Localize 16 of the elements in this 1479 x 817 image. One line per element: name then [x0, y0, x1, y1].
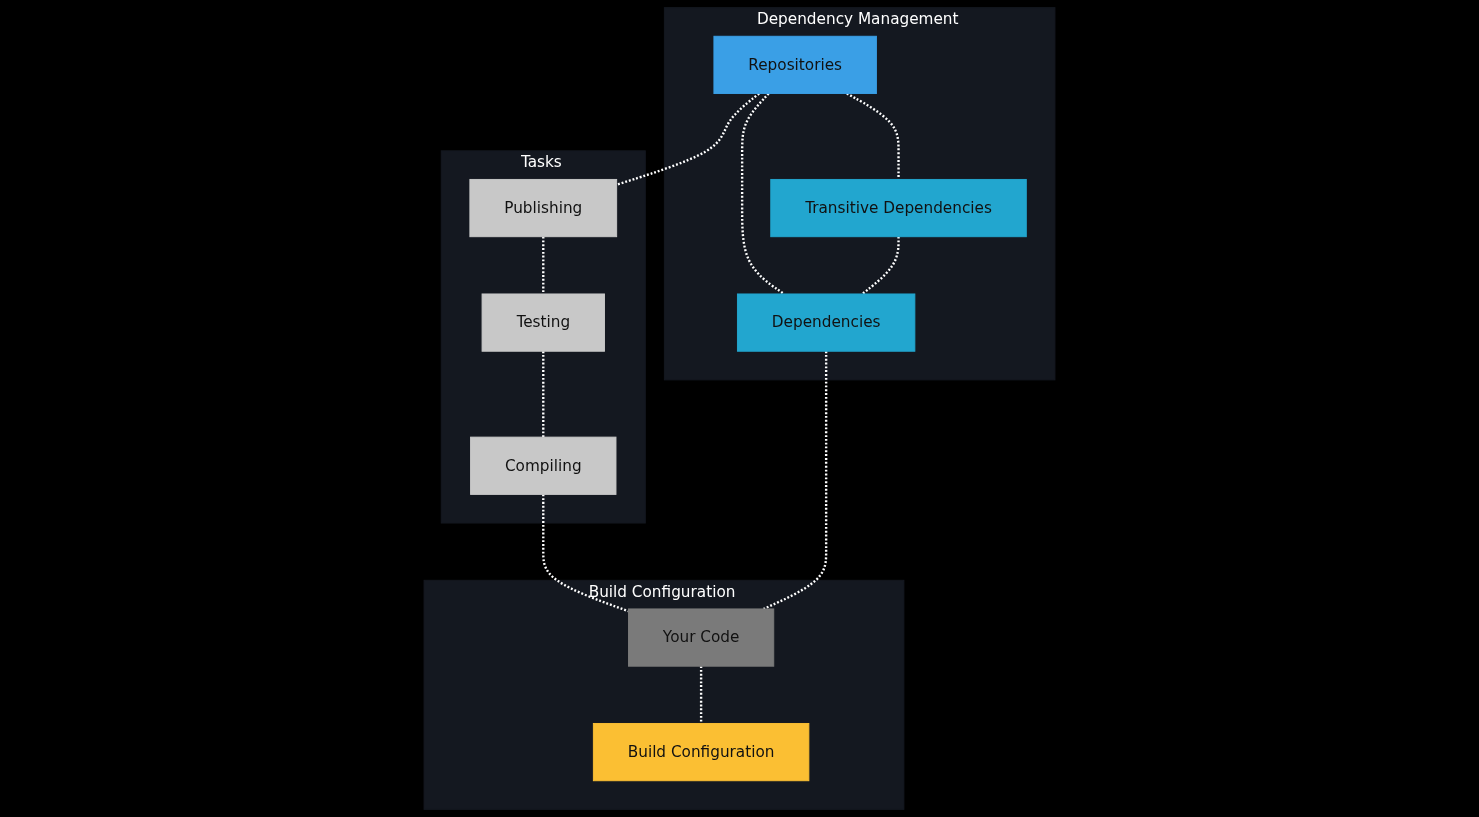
node-box: Testing [481, 293, 605, 352]
node-box: Your Code [628, 608, 775, 667]
connector [542, 351, 545, 438]
connector [846, 92, 900, 180]
node-box: Publishing [469, 178, 618, 238]
connector [542, 494, 629, 613]
node-box: Build Configuration [592, 723, 810, 782]
connector [740, 92, 785, 295]
connector [616, 92, 760, 186]
node-box: Transitive Dependencies [770, 178, 1027, 238]
node-box: Compiling [470, 436, 617, 495]
node-box: Repositories [713, 35, 877, 94]
node-box: Dependencies [736, 293, 916, 352]
connector [763, 351, 828, 610]
connector [861, 236, 900, 295]
connector [542, 236, 545, 294]
